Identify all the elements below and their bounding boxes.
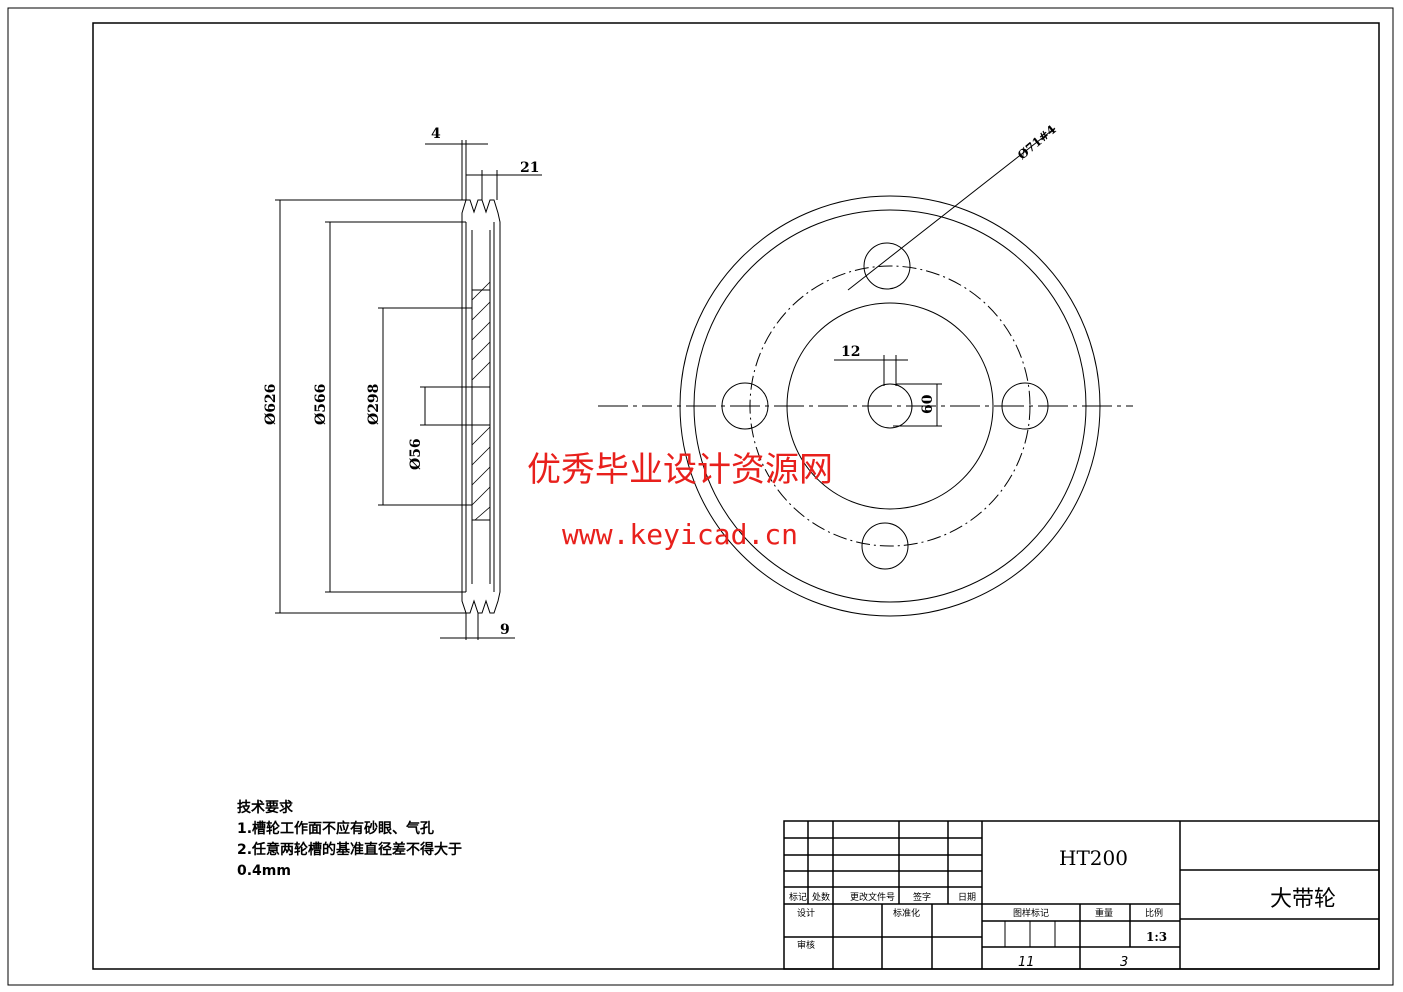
dim-12: 12 bbox=[841, 344, 860, 360]
watermark-cn: 优秀毕业设计资源网 bbox=[527, 450, 833, 490]
inner-border bbox=[92, 22, 1380, 970]
label-scale: 比例 bbox=[1145, 907, 1163, 919]
label-count: 处数 bbox=[812, 891, 830, 903]
sheet-no: 3 bbox=[1120, 955, 1128, 970]
label-design: 设计 bbox=[797, 907, 815, 919]
dim-626: Ø626 bbox=[263, 384, 279, 425]
part-name: 大带轮 bbox=[1270, 887, 1336, 912]
title-block bbox=[783, 820, 1380, 970]
dim-566: Ø566 bbox=[313, 384, 329, 425]
side-view bbox=[275, 140, 542, 640]
outer-border bbox=[7, 7, 1394, 986]
label-weight: 重量 bbox=[1095, 907, 1113, 919]
label-change-doc: 更改文件号 bbox=[850, 891, 895, 903]
req-line-2: 2.任意两轮槽的基准直径差不得大于 bbox=[237, 842, 463, 858]
req-line-3: 0.4mm bbox=[237, 863, 291, 879]
req-line-1: 1.槽轮工作面不应有砂眼、气孔 bbox=[237, 821, 435, 837]
dim-9: 9 bbox=[500, 622, 510, 638]
label-standard: 标准化 bbox=[893, 907, 920, 919]
dim-56: Ø56 bbox=[408, 438, 424, 470]
sheet-total: 11 bbox=[1018, 955, 1035, 970]
label-date: 日期 bbox=[958, 892, 976, 903]
scale-value: 1:3 bbox=[1146, 930, 1167, 944]
dim-21: 21 bbox=[520, 160, 539, 176]
label-sign: 签字 bbox=[913, 891, 931, 903]
watermark-url: www.keyicad.cn bbox=[562, 518, 799, 551]
front-view bbox=[598, 127, 1133, 617]
label-review: 审核 bbox=[797, 939, 815, 951]
label-drawing-mark: 图样标记 bbox=[1013, 907, 1049, 919]
label-mark: 标记 bbox=[789, 891, 807, 903]
technical-requirements: 技术要求 1.槽轮工作面不应有砂眼、气孔 2.任意两轮槽的基准直径差不得大于 0… bbox=[237, 798, 462, 882]
dim-298: Ø298 bbox=[366, 384, 382, 425]
dim-60: 60 bbox=[920, 394, 936, 414]
dim-4: 4 bbox=[431, 126, 441, 142]
material: HT200 bbox=[1059, 846, 1128, 870]
req-title: 技术要求 bbox=[237, 800, 293, 816]
